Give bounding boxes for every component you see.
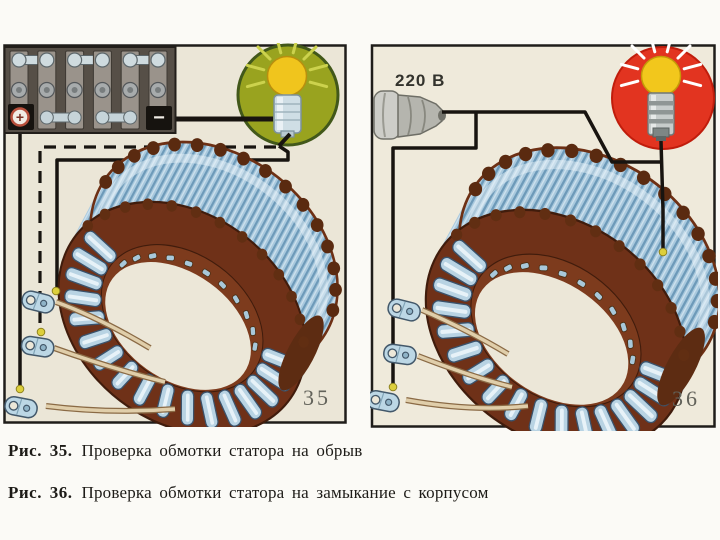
figure-number: 36: [672, 386, 700, 411]
test-lamp-mains: [611, 43, 715, 150]
battery-plus-terminal: +: [8, 104, 34, 130]
stator-lead-wires: [405, 307, 529, 411]
bulb-base-icon: [273, 94, 302, 138]
minus-label: −: [153, 107, 165, 129]
caption-fig35: Рис. 35. Проверка обмотки статора на обры…: [8, 441, 362, 461]
bulb-base-icon: [647, 92, 675, 141]
contact-dots: [388, 247, 668, 392]
voltage-label: 220 В: [395, 71, 445, 90]
battery: + −: [3, 46, 177, 134]
lamp-rays-icon: [245, 43, 329, 89]
test-lamp-battery: [236, 43, 340, 147]
wire-lamp-stub: [277, 132, 292, 148]
battery-minus-terminal: −: [146, 106, 172, 130]
mains-plug-icon: [373, 90, 446, 140]
contact-dots: [15, 286, 61, 394]
bulb-glass-icon: [640, 55, 682, 97]
wire-lamp-to-top-lug: [55, 144, 290, 290]
lamp-rays-icon: [619, 43, 703, 88]
circuit-wires: [18, 116, 292, 387]
figure-number: 35: [303, 385, 331, 410]
wire-plug-to-lamp: [442, 110, 661, 164]
figure-36-panel: 220 В 36: [370, 43, 718, 431]
caption-label: Рис. 36.: [8, 483, 73, 502]
wire-plug-to-bottom-lug: [391, 112, 478, 384]
caption-text: Проверка обмотки статора на замыкание с …: [81, 483, 489, 502]
caption-fig36: Рис. 36. Проверка обмотки статора на замы…: [8, 483, 489, 503]
caption-text: Проверка обмотки статора на обрыв: [81, 441, 363, 460]
caption-label: Рис. 35.: [8, 441, 73, 460]
stator-lead-wires: [45, 299, 176, 414]
figure-35-panel: + − 35: [2, 43, 350, 427]
plus-label: +: [16, 109, 24, 125]
circuit-wires: [391, 110, 665, 384]
bulb-glass-icon: [266, 55, 308, 97]
wire-lamp-to-case: [659, 140, 665, 250]
